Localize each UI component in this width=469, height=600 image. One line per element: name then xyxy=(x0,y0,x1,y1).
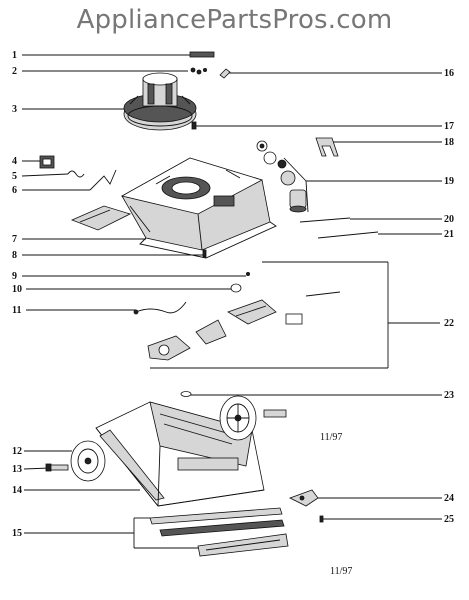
part-9-screw xyxy=(245,271,250,276)
part-label-1: 1 xyxy=(12,50,17,61)
part-label-8: 8 xyxy=(12,250,17,261)
part-23-pin xyxy=(180,391,192,397)
part-label-9: 9 xyxy=(12,271,17,282)
part-6-cover xyxy=(70,205,132,231)
part-label-13: 13 xyxy=(12,464,22,475)
part-25-screw xyxy=(319,515,324,523)
rear-axle xyxy=(263,409,287,418)
part-label-23: 23 xyxy=(444,390,454,401)
part-7-motor-housing xyxy=(120,157,277,259)
part-17-pin xyxy=(191,121,197,130)
part-label-4: 4 xyxy=(12,156,17,167)
part-label-7: 7 xyxy=(12,234,17,245)
callouts-left: 1 2 3 4 5 6 7 8 9 10 11 12 13 14 15 xyxy=(12,50,246,549)
watermark: AppliancePartsPros.com xyxy=(76,5,393,35)
part-20-rod xyxy=(299,217,351,223)
part-19-end-assembly xyxy=(256,140,307,213)
part-12-wheel xyxy=(70,440,106,482)
part-label-17: 17 xyxy=(444,121,454,132)
part-11-cord xyxy=(133,301,187,315)
part-16-clip xyxy=(219,68,231,79)
part-label-14: 14 xyxy=(12,485,22,496)
part-15-strips xyxy=(149,507,289,557)
part-label-12: 12 xyxy=(12,446,22,457)
date-code-mid: 11/97 xyxy=(320,432,342,443)
part-label-20: 20 xyxy=(444,214,454,225)
part-2-screws xyxy=(190,67,207,75)
part-label-18: 18 xyxy=(444,137,454,148)
part-6-bracket xyxy=(89,169,117,191)
part-label-19: 19 xyxy=(444,176,454,187)
part-label-15: 15 xyxy=(12,528,22,539)
part-4-switch xyxy=(39,155,55,169)
part-label-10: 10 xyxy=(12,284,22,295)
part-22-nozzle-parts xyxy=(147,291,341,361)
part-label-22: 22 xyxy=(444,318,454,329)
callouts-right: 16 17 18 19 20 21 22 23 24 25 xyxy=(150,68,454,525)
part-label-11: 11 xyxy=(12,305,21,316)
rear-wheel xyxy=(219,395,257,441)
part-3-motor xyxy=(123,72,197,131)
part-label-24: 24 xyxy=(444,493,454,504)
part-label-6: 6 xyxy=(12,185,17,196)
part-21-rod xyxy=(317,231,379,239)
part-1-strip xyxy=(189,51,215,58)
part-13-axle-bolt xyxy=(45,463,69,472)
part-label-2: 2 xyxy=(12,66,17,77)
part-8-screw xyxy=(202,249,207,258)
part-label-16: 16 xyxy=(444,68,454,79)
part-label-21: 21 xyxy=(444,229,454,240)
part-24-latch xyxy=(288,489,319,507)
date-code-bottom: 11/97 xyxy=(330,566,352,577)
part-label-5: 5 xyxy=(12,171,17,182)
part-5-spring xyxy=(67,170,85,178)
part-label-3: 3 xyxy=(12,104,17,115)
part-18-clip xyxy=(315,137,339,157)
part-label-25: 25 xyxy=(444,514,454,525)
part-10-cap xyxy=(230,283,242,293)
